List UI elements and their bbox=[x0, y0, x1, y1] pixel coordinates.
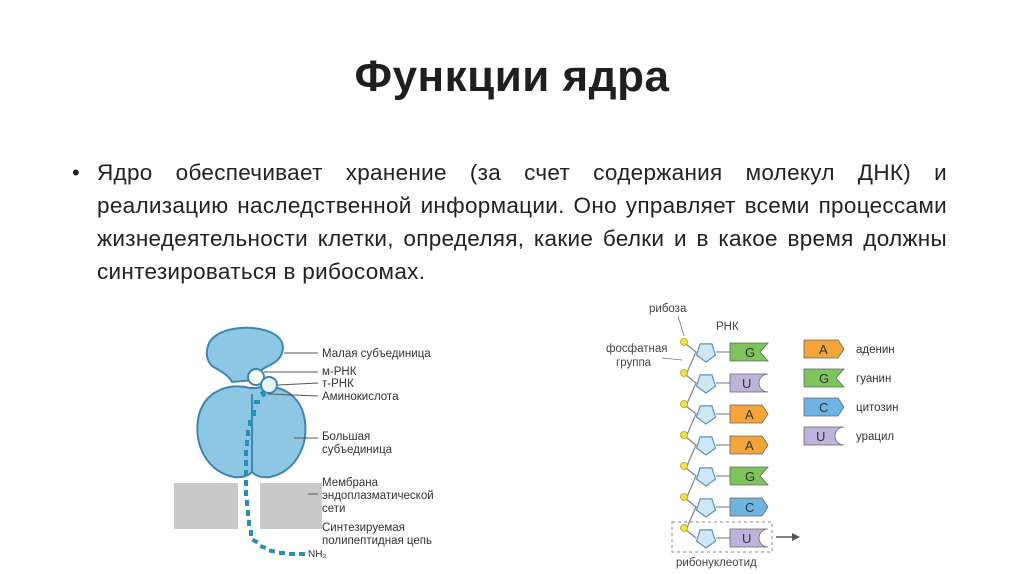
label-large-subunit-1: Большая bbox=[322, 431, 370, 443]
label-rna: РНК bbox=[716, 321, 739, 333]
phosphate-dot bbox=[680, 431, 688, 439]
legend-u-shape bbox=[803, 426, 845, 446]
ribose-pentagon bbox=[695, 405, 717, 425]
base-letter: G bbox=[745, 345, 755, 360]
base-letter: A bbox=[745, 438, 754, 453]
phosphate-dot bbox=[680, 462, 688, 470]
label-chain-1: Синтезируемая bbox=[322, 522, 405, 534]
label-mrna: м-РНК bbox=[322, 366, 357, 378]
base-letter: A bbox=[745, 407, 754, 422]
rna-diagram: рибоза РНК фосфатная группа рибонуклеоти… bbox=[606, 303, 898, 569]
base-letter: U bbox=[742, 531, 751, 546]
legend-label: цитозин bbox=[856, 402, 898, 414]
slide-title: Функции ядра bbox=[354, 52, 670, 101]
label-membrane-2: эндоплазматической bbox=[322, 490, 434, 502]
base-u-shape bbox=[729, 373, 769, 393]
legend-label: аденин bbox=[856, 344, 895, 356]
base-a-shape bbox=[729, 435, 769, 455]
direction-arrow bbox=[776, 533, 800, 541]
label-membrane-3: сети bbox=[322, 503, 345, 515]
backbone-line bbox=[685, 343, 697, 539]
er-membrane-right bbox=[260, 483, 322, 529]
label-amino-acid: Аминокислота bbox=[322, 391, 399, 403]
legend-a-shape bbox=[803, 339, 845, 359]
label-membrane-1: Мембрана bbox=[322, 477, 379, 489]
polypeptide-chain bbox=[244, 390, 305, 556]
label-ribonucleotide: рибонуклеотид bbox=[676, 557, 757, 569]
legend-label: гуанин bbox=[856, 373, 891, 385]
base-c-shape bbox=[729, 497, 769, 517]
label-phosphate-1: фосфатная bbox=[606, 343, 667, 355]
phosphate-dot bbox=[680, 524, 688, 532]
ribose-pentagon bbox=[695, 498, 717, 518]
label-ribose: рибоза bbox=[649, 303, 687, 315]
base-letter: C bbox=[819, 400, 828, 415]
base-g-shape bbox=[729, 342, 769, 362]
label-phosphate-2: группа bbox=[616, 357, 652, 369]
base-letter: C bbox=[745, 500, 754, 515]
bullet-text: Ядро обеспечивает хранение (за счет соде… bbox=[97, 160, 947, 284]
ribose-pentagon bbox=[695, 467, 717, 487]
er-membrane-left bbox=[174, 483, 238, 529]
base-letter: A bbox=[819, 342, 828, 357]
rna-strand: G U A A G C U bbox=[680, 338, 769, 549]
ribosome-diagram: Малая субъединица м-РНК т-РНК Аминокисло… bbox=[174, 326, 434, 560]
phosphate-dot bbox=[680, 369, 688, 377]
phosphate-dot bbox=[680, 338, 688, 346]
base-letter: U bbox=[816, 429, 825, 444]
base-letter: G bbox=[745, 469, 755, 484]
base-g-shape bbox=[729, 466, 769, 486]
phosphate-dot bbox=[680, 493, 688, 501]
legend-g-shape bbox=[803, 368, 845, 388]
bullet-marker: • bbox=[72, 160, 80, 185]
base-letter: U bbox=[742, 376, 751, 391]
trna-circle bbox=[260, 376, 278, 394]
mrna-circle bbox=[247, 368, 265, 386]
label-large-subunit-2: субъединица bbox=[322, 444, 393, 456]
ribose-pentagon bbox=[695, 343, 717, 363]
base-a-shape bbox=[729, 404, 769, 424]
legend-c-shape bbox=[803, 397, 845, 417]
label-trna: т-РНК bbox=[322, 378, 354, 390]
legend-label: урацил bbox=[856, 431, 894, 443]
label-small-subunit: Малая субъединица bbox=[322, 348, 431, 360]
base-u-shape bbox=[729, 528, 769, 548]
phosphate-dot bbox=[680, 400, 688, 408]
ribose-pentagon bbox=[695, 436, 717, 456]
base-letter: G bbox=[819, 371, 829, 386]
small-subunit bbox=[205, 326, 284, 384]
ribose-pentagon bbox=[695, 374, 717, 394]
ribose-pentagon bbox=[695, 529, 717, 549]
label-chain-2: полипептидная цепь bbox=[322, 535, 432, 547]
ribonucleotide-box bbox=[671, 521, 773, 553]
label-nh2: NH₂ bbox=[308, 549, 326, 560]
